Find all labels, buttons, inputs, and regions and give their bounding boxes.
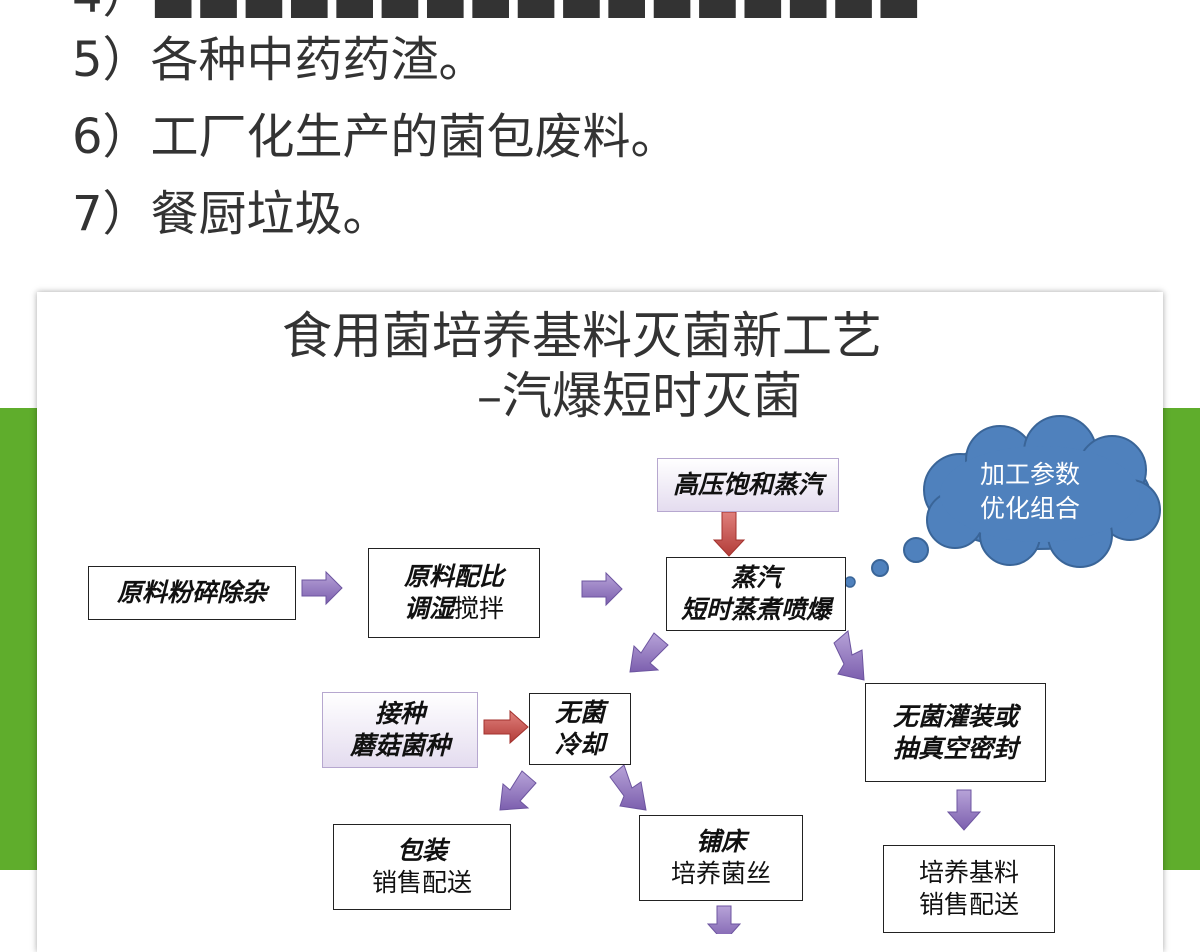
node-steam-explode: 蒸汽 短时蒸煮喷爆	[666, 557, 846, 631]
node-bed-culture-line2: 培养菌丝	[670, 859, 771, 888]
node-inoculate-line1: 接种	[374, 699, 425, 728]
arrow-cool-to-pack	[499, 770, 537, 811]
cloud-bubble-medium	[871, 559, 889, 577]
arrow-crush-to-ratio	[301, 570, 343, 606]
node-raw-crush: 原料粉碎除杂	[88, 566, 296, 620]
node-ratio-line2: 调湿搅拌	[404, 593, 504, 625]
list-item-5: 5）各种中药药渣。	[72, 32, 487, 88]
arrow-steam-down	[712, 511, 746, 557]
node-sterile-cool-line1: 无菌	[554, 698, 605, 727]
node-sterile-cool-line2: 冷却	[554, 730, 605, 759]
node-sterile-seal: 无菌灌装或 抽真空密封	[865, 683, 1046, 782]
node-pack-sell-line2: 销售配送	[371, 868, 472, 897]
node-substrate-sell-line1: 培养基料	[918, 858, 1019, 887]
node-substrate-sell: 培养基料 销售配送	[883, 845, 1055, 933]
arrow-bed-down	[706, 905, 742, 934]
diagram-title: 食用菌培养基料灭菌新工艺	[282, 307, 882, 365]
cloud-fill	[940, 446, 1140, 542]
cloud-label: 加工参数 优化组合	[945, 458, 1115, 526]
diagram-subtitle: –汽爆短时灭菌	[477, 367, 802, 425]
node-ratio-mix: 原料配比 调湿搅拌	[368, 548, 540, 638]
list-item-6: 6）工厂化生产的菌包废料。	[72, 109, 679, 165]
arrow-seal-to-sell	[946, 789, 982, 831]
node-steam-source-label: 高压饱和蒸汽	[672, 470, 823, 499]
node-sterile-cool: 无菌 冷却	[529, 693, 631, 765]
arrow-steam-to-cool	[629, 632, 669, 673]
cloud-label-line2: 优化组合	[979, 494, 1080, 523]
node-ratio-line2-plain: 搅拌	[454, 594, 505, 623]
node-substrate-sell-line2: 销售配送	[918, 890, 1019, 919]
node-inoculate-line2: 蘑菇菌种	[349, 731, 450, 760]
node-steam-explode-line1: 蒸汽	[730, 563, 781, 592]
node-sterile-seal-line1: 无菌灌装或	[892, 701, 1018, 731]
process-diagram-slide: 食用菌培养基料灭菌新工艺 –汽爆短时灭菌	[37, 292, 1163, 952]
node-raw-crush-label: 原料粉碎除杂	[116, 578, 267, 607]
node-pack-sell-line1: 包装	[396, 836, 447, 865]
node-bed-culture-line1: 铺床	[695, 827, 746, 856]
arrow-cool-to-bed	[609, 764, 647, 811]
node-sterile-seal-line2: 抽真空密封	[892, 733, 1018, 763]
node-pack-sell: 包装 销售配送	[333, 824, 511, 910]
arrow-ratio-to-steam	[581, 571, 623, 607]
list-item-cropped: 4）■■■■■■■■■■■■■■■■■	[72, 0, 922, 26]
cloud-bubble-large	[903, 537, 929, 563]
node-inoculate: 接种 蘑菇菌种	[322, 692, 478, 768]
node-ratio-line1: 原料配比	[403, 562, 504, 591]
node-ratio-line2-italic: 调湿	[403, 594, 454, 623]
arrow-steam-to-seal	[833, 630, 865, 681]
node-bed-culture: 铺床 培养菌丝	[639, 815, 803, 901]
node-steam-source: 高压饱和蒸汽	[657, 458, 839, 512]
node-steam-explode-line2: 短时蒸煮喷爆	[680, 595, 831, 624]
arrow-inoculate-to-cool	[483, 709, 529, 745]
cloud-label-line1: 加工参数	[979, 460, 1080, 489]
list-item-7: 7）餐厨垃圾。	[72, 186, 391, 242]
cloud-bubble-small	[844, 576, 856, 588]
